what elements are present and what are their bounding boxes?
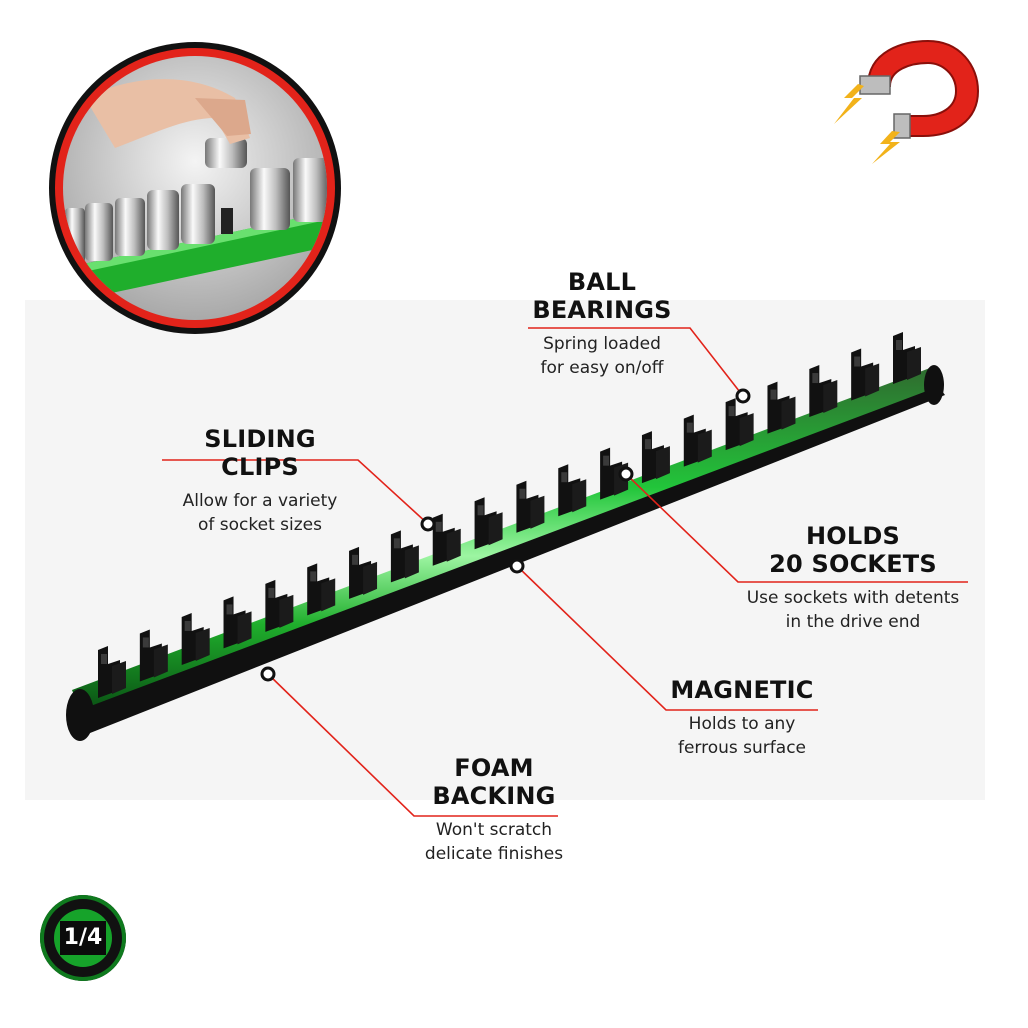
callout-dot-holds-sockets [618, 466, 634, 482]
rail-clip [558, 464, 587, 517]
feature-desc: Won't scratch delicate finishes [424, 820, 564, 864]
feature-title: BALL BEARINGS [532, 268, 672, 324]
rail-clip [349, 546, 378, 599]
rail-clip [390, 530, 419, 583]
callout-line-ball-bearings [528, 327, 744, 397]
feature-foam-backing: FOAM BACKING Won't scratch delicate fini… [414, 754, 574, 866]
rail-clip [139, 629, 168, 682]
rail-clip [98, 646, 126, 698]
rail-clip [683, 414, 712, 467]
callout-dot-ball-bearings [735, 388, 751, 404]
rail-clip [893, 332, 921, 384]
rail-clip [809, 365, 838, 418]
feature-magnetic: MAGNETIC Holds to any ferrous surface [666, 676, 818, 760]
feature-holds-sockets: HOLDS 20 SOCKETS Use sockets with detent… [738, 522, 968, 634]
feature-desc: Holds to any ferrous surface [677, 714, 806, 758]
rail-clip [767, 381, 796, 434]
callout-line-foam-backing [267, 673, 558, 817]
rail-clip [851, 348, 880, 401]
rail-clip [265, 579, 294, 632]
feature-title: SLIDING CLIPS [204, 425, 316, 481]
rail-clip [307, 563, 336, 616]
callout-dot-sliding-clips [420, 516, 436, 532]
callout-line-holds-sockets [625, 473, 968, 583]
rail-clip [432, 513, 461, 566]
feature-title: FOAM BACKING [432, 754, 556, 810]
feature-desc: Use sockets with detents in the drive en… [746, 588, 960, 632]
feature-sliding-clips: SLIDING CLIPS Allow for a variety of soc… [162, 425, 358, 537]
callout-line-sliding-clips [162, 459, 429, 525]
rail-clip [474, 497, 503, 550]
drive-size-badge: 1/4 [40, 895, 126, 981]
feature-title: HOLDS 20 SOCKETS [769, 522, 937, 578]
feature-ball-bearings: BALL BEARINGS Spring loaded for easy on/… [528, 268, 676, 380]
callout-dot-foam-backing [260, 666, 276, 682]
horseshoe-magnet-icon [834, 39, 980, 164]
feature-title: MAGNETIC [670, 676, 814, 704]
callout-dot-magnetic [509, 558, 525, 574]
drive-size-label: 1/4 [60, 921, 106, 955]
feature-desc: Allow for a variety of socket sizes [182, 491, 338, 535]
rail-clip [223, 596, 252, 649]
rail-clip [516, 480, 545, 533]
rail-clip [181, 612, 210, 665]
rail-clip [725, 398, 754, 451]
rail-clip [641, 431, 670, 484]
socket-demo-photo [49, 42, 341, 334]
callout-line-magnetic [516, 565, 818, 711]
feature-desc: Spring loaded for easy on/off [540, 334, 664, 378]
